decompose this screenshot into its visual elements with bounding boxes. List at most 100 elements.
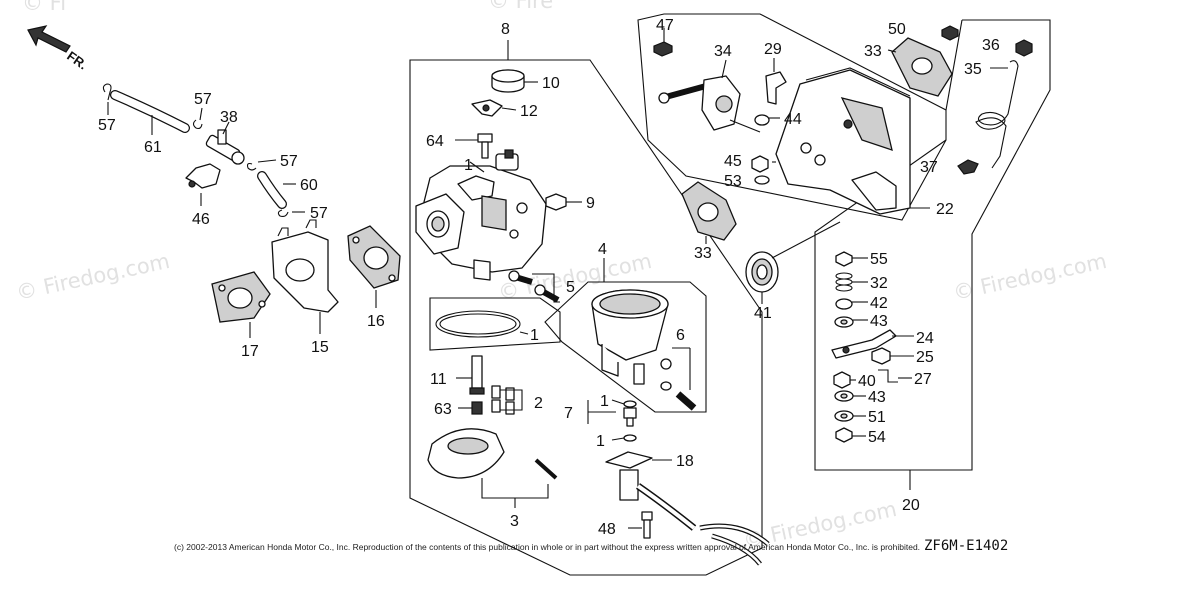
callout-54: 54 (868, 429, 886, 446)
callout-50: 50 (888, 21, 906, 38)
callout-12: 12 (520, 103, 538, 120)
callout-35: 35 (964, 61, 982, 78)
callout-60: 60 (300, 177, 318, 194)
callout-3: 3 (510, 513, 519, 530)
callout-1-washer-bottom: 1 (596, 433, 605, 450)
jet-63-icon (458, 401, 483, 415)
callout-51: 51 (868, 409, 886, 426)
drain-bolt-7-icon (587, 399, 637, 442)
callout-57-b: 57 (194, 91, 212, 108)
fuel-line-group (102, 83, 401, 338)
washer-42-icon (835, 298, 868, 310)
callout-1-top: 1 (464, 157, 473, 174)
lever-12-icon (471, 99, 517, 117)
callout-4: 4 (598, 241, 607, 258)
callout-16: 16 (367, 313, 385, 330)
callout-25: 25 (916, 349, 934, 366)
float-chamber-boundary (544, 281, 707, 413)
callout-1-oring: 1 (530, 327, 539, 344)
carburetor-assembly-boundary (409, 59, 763, 576)
callout-10: 10 (542, 75, 560, 92)
watermark-top-center: © Fire (488, 0, 553, 13)
callout-29: 29 (764, 41, 782, 58)
callout-57-d: 57 (310, 205, 328, 222)
callout-63: 63 (434, 401, 452, 418)
callout-1-washer-top: 1 (600, 393, 609, 410)
copyright-notice: (c) 2002-2013 American Honda Motor Co., … (174, 542, 920, 552)
control-base-boundary (814, 19, 1051, 471)
clip-57-icon (102, 83, 112, 101)
callout-15: 15 (311, 339, 329, 356)
callout-47: 47 (656, 17, 674, 34)
callout-46: 46 (192, 211, 210, 228)
gasket-box-boundary (429, 297, 561, 351)
o-ring-1-icon (435, 310, 529, 338)
callout-20: 20 (902, 497, 920, 514)
gasket-17-icon (211, 271, 271, 338)
clip-57-icon (192, 119, 203, 130)
screw-9-icon (545, 193, 582, 211)
callout-6: 6 (676, 327, 685, 344)
callout-57-a: 57 (98, 117, 116, 134)
callout-43-lower: 43 (868, 389, 886, 406)
callout-40: 40 (858, 373, 876, 390)
spring-32-icon (835, 272, 868, 292)
watermark-right: © Firedog.com (951, 249, 1109, 305)
washer-44-icon (754, 114, 780, 126)
insulator-15-icon (271, 219, 339, 334)
callout-55: 55 (870, 251, 888, 268)
callout-38: 38 (220, 109, 238, 126)
callout-48: 48 (598, 521, 616, 538)
callout-57-c: 57 (280, 153, 298, 170)
carburetor-group (409, 40, 770, 576)
callout-61: 61 (144, 139, 162, 156)
callout-22: 22 (936, 201, 954, 218)
bolt-48-icon (628, 511, 653, 539)
callout-45: 45 (724, 153, 742, 170)
gasket-33-lower-icon (681, 181, 737, 244)
arrow-icon (27, 25, 71, 53)
callout-labels: 8 10 12 64 1 9 4 5 1 6 11 2 63 7 1 1 3 1… (98, 17, 1000, 538)
nut-55-icon (835, 251, 868, 267)
callout-7: 7 (564, 405, 573, 422)
callout-34: 34 (714, 43, 732, 60)
fuel-cut-solenoid-18-icon (605, 451, 770, 566)
nut-54-icon (835, 427, 866, 443)
nut-36-icon (1015, 39, 1033, 57)
callout-8: 8 (501, 21, 510, 38)
callout-37: 37 (920, 159, 938, 176)
cap-10-icon (491, 69, 538, 93)
gasket-33-top-icon (887, 37, 953, 97)
control-group (637, 13, 1051, 490)
link-29-icon (765, 58, 787, 105)
gasket-16-icon (347, 225, 401, 308)
callout-44: 44 (784, 111, 802, 128)
clip-37-icon (957, 159, 979, 175)
nut-40-icon (833, 371, 856, 389)
callout-53: 53 (724, 173, 742, 190)
control-plate-22-icon (775, 67, 930, 215)
nut-45-icon (751, 155, 776, 185)
arm-24-icon (831, 329, 914, 359)
callout-33-lower: 33 (694, 245, 712, 262)
screws-5-icon (508, 270, 560, 303)
callout-43-top: 43 (870, 313, 888, 330)
jets-2-icon (491, 385, 523, 415)
diagram-code: ZF6M-E1402 (924, 538, 1008, 554)
jet-11-icon (456, 355, 485, 395)
clip-57-icon (246, 162, 257, 171)
float-chamber-4-icon (591, 289, 669, 385)
pivot-25-icon (871, 347, 914, 365)
callout-36: 36 (982, 37, 1000, 54)
watermark-left: © Firedog.com (14, 249, 172, 305)
front-label: FR. (64, 48, 90, 72)
nut-50-icon (941, 25, 959, 41)
fuel-valve-38-icon (205, 121, 245, 165)
callout-32: 32 (870, 275, 888, 292)
callout-33-top: 33 (864, 43, 882, 60)
front-direction-arrow: FR. (27, 25, 90, 72)
callout-17: 17 (241, 343, 259, 360)
callout-2: 2 (534, 395, 543, 412)
float-3-icon (427, 428, 558, 508)
